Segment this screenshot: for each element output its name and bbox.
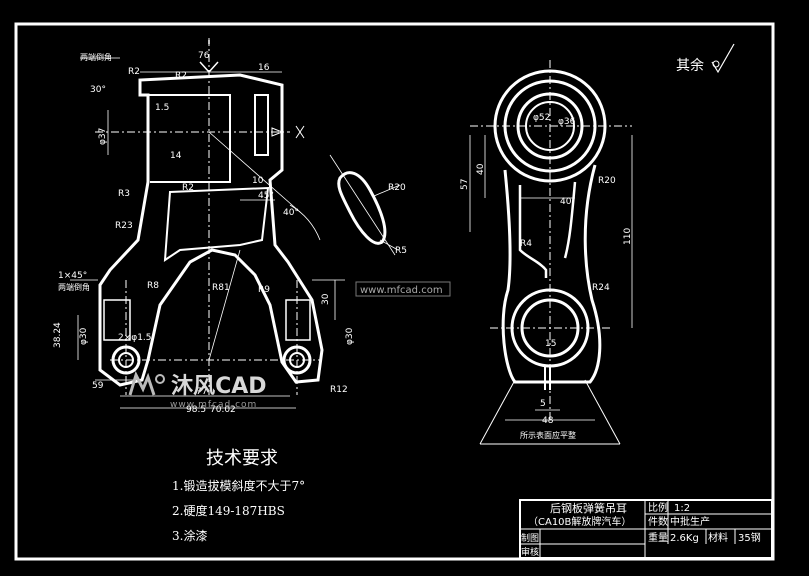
dim-30deg: 30° bbox=[90, 85, 106, 95]
dim-dia30-left: φ30 bbox=[79, 327, 89, 345]
material-label: 材料 bbox=[708, 531, 728, 544]
dim-r20: R20 bbox=[388, 183, 406, 193]
dim-40deg: 40° bbox=[283, 208, 299, 218]
watermark-url-bottom: www.mfcad.com bbox=[170, 400, 258, 410]
title-block-text: 后钢板弹簧吊耳 （CA10B解放牌汽车） 比例 1:2 件数 中批生产 重量 2… bbox=[521, 501, 761, 558]
dim-1-5: 1.5 bbox=[155, 103, 169, 113]
dim-10: 10 bbox=[252, 176, 264, 186]
dim-r20-side: R20 bbox=[598, 176, 616, 186]
dim-57: 57 bbox=[460, 179, 470, 190]
requirements-title: 技术要求 bbox=[206, 448, 278, 469]
dim-76: 76 bbox=[198, 51, 210, 61]
weight-value: 2.6Kg bbox=[670, 533, 699, 544]
watermark-url-top: www.mfcad.com bbox=[360, 285, 443, 296]
part-name: 后钢板弹簧吊耳 bbox=[550, 501, 627, 515]
dim-48: 48 bbox=[542, 416, 554, 426]
title-block bbox=[519, 499, 773, 559]
dim-dia37: φ37 bbox=[98, 128, 108, 145]
scale-value: 1:2 bbox=[674, 503, 690, 514]
qty-label: 件数 bbox=[648, 515, 668, 528]
dim-r3: R3 bbox=[118, 189, 130, 199]
dim-40-vertical: 40 bbox=[476, 163, 486, 175]
dim-dia52: φ52 bbox=[533, 113, 550, 123]
dim-40-horizontal: 40 bbox=[560, 197, 572, 207]
watermark-url-box: www.mfcad.com bbox=[355, 281, 451, 297]
dim-59: 59 bbox=[92, 381, 104, 391]
note-both-chamfer-top: 两端倒角 bbox=[80, 52, 112, 62]
requirement-1: 1.锻造拔模斜度不大于7° bbox=[172, 479, 306, 493]
dim-r2-c: R2 bbox=[182, 183, 194, 193]
dim-2x-dia1-5: 2×φ1.5 bbox=[118, 333, 152, 343]
dim-98-5: 98.5 bbox=[186, 405, 206, 415]
checked-label: 审核 bbox=[521, 546, 539, 558]
roughness-note: 其余 bbox=[676, 57, 704, 74]
roughness-symbol-icon bbox=[711, 43, 735, 74]
note-both-chamfer-left: 两端倒角 bbox=[58, 282, 90, 292]
part-subtitle: （CA10B解放牌汽车） bbox=[528, 515, 631, 528]
requirement-3: 3.涂漆 bbox=[172, 529, 208, 543]
dim-r9: R9 bbox=[258, 285, 270, 295]
weight-label: 重量 bbox=[648, 531, 668, 544]
dim-77: 77 bbox=[196, 387, 207, 397]
scale-label: 比例 bbox=[648, 501, 668, 514]
dim-45deg: 45° bbox=[258, 191, 274, 201]
dim-r5: R5 bbox=[395, 246, 407, 256]
dim-r2-b: R2 bbox=[128, 67, 140, 77]
dim-r4: R4 bbox=[520, 239, 532, 249]
outer-border bbox=[14, 22, 775, 561]
dim-r8: R8 bbox=[147, 281, 159, 291]
watermark-brand: 沐风CAD bbox=[171, 374, 267, 399]
dim-38: 38.24 bbox=[53, 322, 63, 348]
dim-30: 30 bbox=[321, 293, 331, 305]
dim-15-side: 15 bbox=[545, 339, 556, 349]
dim-5-side: 5 bbox=[540, 399, 546, 409]
material-value: 35钢 bbox=[738, 531, 761, 544]
requirement-2: 2.硬度149-187HBS bbox=[172, 504, 285, 518]
dim-70: 70.02 bbox=[210, 405, 236, 415]
front-view-dimensions: 76 16 R2 R2 R2 R3 R5 R20 R81 R9 R12 R8 R… bbox=[53, 51, 407, 415]
qty-value: 中批生产 bbox=[670, 515, 710, 528]
watermark-logo: 沐风CAD www.mfcad.com bbox=[128, 368, 267, 410]
dim-dia36: φ36 bbox=[558, 117, 576, 127]
dim-110: 110 bbox=[623, 228, 633, 245]
note-flat-surface: 所示表面应平整 bbox=[520, 430, 576, 440]
drawn-label: 制图 bbox=[521, 532, 539, 544]
dim-r81: R81 bbox=[212, 283, 230, 293]
side-view bbox=[469, 60, 633, 445]
front-view bbox=[70, 38, 401, 409]
dim-r24: R24 bbox=[592, 283, 610, 293]
dim-14: 14 bbox=[170, 151, 182, 161]
logo-mark-icon bbox=[128, 370, 166, 397]
dim-dia30-right: φ30 bbox=[345, 327, 355, 345]
dim-r12: R12 bbox=[330, 385, 348, 395]
side-view-dimensions: φ52 φ36 R20 R24 R4 40 40 57 110 15 5 48 … bbox=[460, 113, 633, 440]
dim-r2-a: R2 bbox=[175, 71, 187, 81]
dim-chamfer: 1×45° bbox=[58, 271, 87, 281]
dim-r23: R23 bbox=[115, 221, 133, 231]
dim-16: 16 bbox=[258, 63, 270, 73]
